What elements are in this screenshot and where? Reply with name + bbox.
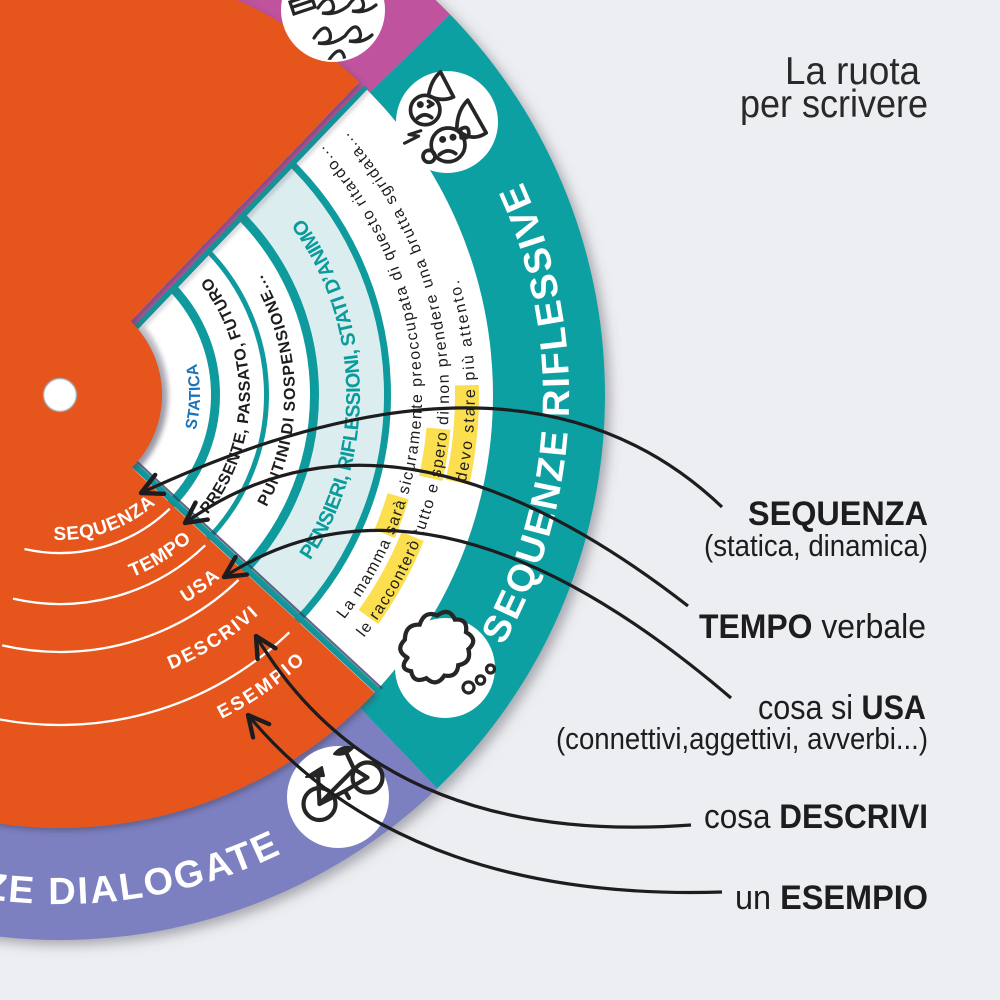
svg-text:TEMPO verbale: TEMPO verbale: [699, 608, 926, 646]
svg-text:cosa si USA: cosa si USA: [758, 689, 926, 727]
svg-text:un ESEMPIO: un ESEMPIO: [735, 879, 928, 917]
svg-text:SEQUENZA: SEQUENZA: [748, 495, 928, 533]
svg-text:La ruota: La ruota: [785, 50, 920, 93]
svg-text:STATICA: STATICA: [183, 362, 204, 431]
svg-text:cosa DESCRIVI: cosa DESCRIVI: [704, 798, 928, 836]
svg-text:(connettivi,aggettivi, avverbi: (connettivi,aggettivi, avverbi...): [556, 721, 928, 756]
svg-text:per scrivere: per scrivere: [740, 83, 928, 126]
svg-text:(statica, dinamica): (statica, dinamica): [704, 528, 928, 563]
